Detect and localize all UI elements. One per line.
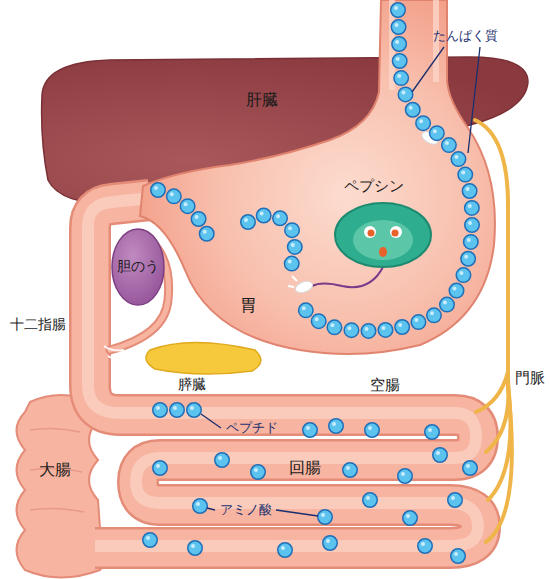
enzyme-label: ペプシン [344, 178, 404, 195]
organ-label: 大腸 [39, 461, 71, 479]
vessel-label: 門脈 [515, 370, 545, 387]
gallbladder-shape [112, 229, 164, 305]
leader-line [276, 510, 318, 516]
amino-acid-outline [150, 426, 470, 556]
leader-lines [201, 47, 480, 516]
pepsin-face [353, 220, 413, 260]
portal-vein-branch [486, 388, 512, 542]
leader-line [412, 47, 444, 92]
pepsin-eye [364, 226, 376, 238]
organ-label: 空腸 [370, 377, 400, 394]
organ-label: 回腸 [289, 459, 321, 477]
portal-vein [475, 120, 512, 542]
molecule-beads [148, 8, 472, 556]
cutter-tick [288, 126, 442, 287]
organ-label: 胆のう [117, 259, 159, 274]
organ-label: 十二指腸 [10, 317, 66, 332]
portal-vein-branch [488, 385, 511, 500]
pepsin-pupil [368, 230, 375, 237]
protein-chain [158, 10, 472, 410]
organ-label: 肝臓 [246, 91, 278, 109]
pepsin-eye [390, 226, 402, 238]
organ-label: 胃 [240, 296, 257, 315]
pepsin-body [335, 203, 431, 267]
molecule-label: たんぱく質 [433, 29, 498, 43]
leader-line [468, 47, 480, 153]
leader-line [201, 414, 221, 428]
portal-vein-branch [476, 372, 508, 412]
portal-vein-branch [486, 380, 509, 452]
amino-acid-highlight [148, 424, 468, 554]
molecule-label: ペプチド [226, 421, 278, 435]
molecule-label: アミノ酸 [220, 503, 272, 517]
organ-label: 膵臓 [178, 377, 206, 392]
protein-chain-highlight [156, 8, 470, 408]
flow-mark [104, 346, 130, 360]
pepsin-string [312, 267, 383, 287]
leader-line [207, 508, 215, 510]
portal-vein-trunk [475, 120, 508, 388]
cutter-mark [294, 279, 314, 295]
pancreas-shape [146, 343, 261, 375]
protein-chain-outline [158, 10, 472, 410]
pepsin-mouth [379, 247, 387, 257]
intestine-fold [30, 428, 84, 512]
amino-acid [150, 426, 470, 556]
cutter-mark [288, 126, 442, 295]
pepsin-pupil [392, 230, 399, 237]
pepsin-character [312, 203, 431, 287]
